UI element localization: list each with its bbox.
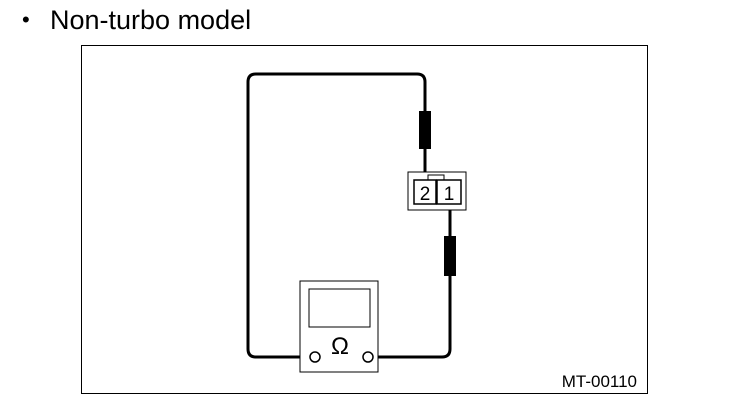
- harness-sleeve-bottom: [444, 236, 456, 276]
- harness-sleeve-top: [419, 111, 431, 149]
- ohm-symbol: Ω: [331, 333, 349, 360]
- ohmmeter-icon: Ω: [299, 280, 379, 373]
- wire-right-return: [374, 276, 452, 359]
- wire-left-loop: [246, 72, 427, 359]
- connector-pin-2-cell: [413, 179, 437, 205]
- pin-label-2: 2: [420, 184, 431, 205]
- section-heading: • Non-turbo model: [22, 2, 251, 38]
- meter-display: [308, 288, 371, 328]
- figure-code: MT-00110: [562, 372, 637, 391]
- heading-text: Non-turbo model: [50, 4, 252, 35]
- connector-pin-1-cell: [436, 179, 462, 205]
- bullet-point: •: [22, 7, 30, 32]
- pin-label-1: 1: [444, 184, 455, 205]
- meter-terminal-left: [309, 351, 321, 363]
- figure-frame: [81, 45, 648, 394]
- meter-terminal-right: [362, 351, 374, 363]
- connector: 2 1: [407, 171, 467, 211]
